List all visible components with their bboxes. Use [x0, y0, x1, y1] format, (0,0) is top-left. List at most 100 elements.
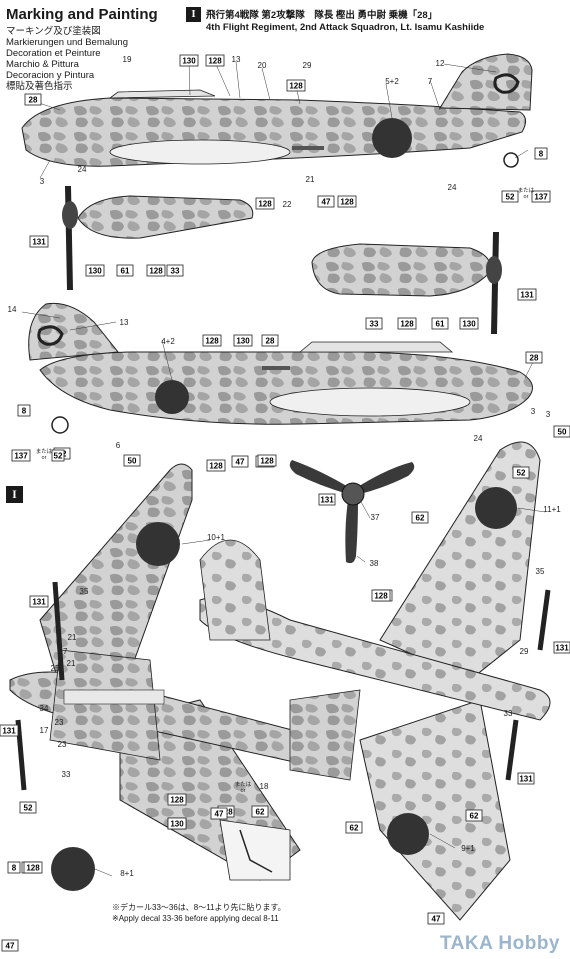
callout-label: 3: [546, 410, 551, 419]
callout-label: 23: [55, 718, 64, 727]
callout-badge: 8: [534, 147, 548, 160]
svg-text:52: 52: [24, 804, 33, 813]
svg-text:62: 62: [350, 824, 359, 833]
svg-text:131: 131: [32, 598, 46, 607]
callout-label: 33: [504, 709, 513, 718]
callout-badge: 62: [251, 805, 269, 818]
nacelle-left: [62, 185, 254, 291]
svg-text:131: 131: [519, 775, 533, 784]
svg-text:28: 28: [29, 96, 38, 105]
callout-label: 25: [51, 664, 60, 673]
callout-badge: 130: [179, 54, 199, 67]
callout-badge: 47: [231, 455, 249, 468]
svg-text:61: 61: [436, 320, 445, 329]
callout-label: 37: [371, 513, 380, 522]
callout-badge: 131: [29, 595, 49, 608]
svg-text:52: 52: [517, 469, 526, 478]
callout-label: 12: [436, 59, 445, 68]
tailwheel-icon: [51, 416, 69, 434]
callout-label: 35: [536, 567, 545, 576]
svg-text:または: または: [518, 187, 535, 194]
svg-text:47: 47: [236, 458, 245, 467]
callout-badge: 61: [431, 317, 449, 330]
subtitle-es: Decoracion y Pintura: [6, 70, 95, 81]
svg-text:28: 28: [530, 354, 539, 363]
section-title: Marking and Painting: [6, 6, 158, 23]
svg-text:47: 47: [215, 810, 224, 819]
svg-text:131: 131: [520, 291, 534, 300]
svg-text:128: 128: [340, 198, 354, 207]
svg-text:137: 137: [534, 193, 548, 202]
callout-label: 19: [123, 55, 132, 64]
hinomaru: [155, 380, 189, 414]
callout-label: 13: [120, 318, 129, 327]
callout-badge: 52: [512, 466, 530, 479]
callout-label: 24: [448, 183, 457, 192]
callout-badge: 47: [210, 807, 228, 820]
svg-text:130: 130: [236, 337, 250, 346]
callout-label: 4+2: [161, 337, 175, 346]
callout-badge: 131: [29, 235, 49, 248]
callout-badge: 128: [146, 264, 166, 277]
svg-text:128: 128: [374, 592, 388, 601]
svg-text:8: 8: [12, 864, 17, 873]
svg-text:131: 131: [555, 644, 569, 653]
callout-label: 11+1: [543, 505, 561, 514]
svg-text:128: 128: [170, 796, 184, 805]
callout-badge: 128: [257, 454, 277, 467]
callout-label: 18: [260, 782, 269, 791]
callout-badge: 50: [553, 425, 570, 438]
svg-text:131: 131: [2, 727, 16, 736]
callout-badge: 128: [397, 317, 417, 330]
svg-text:128: 128: [26, 864, 40, 873]
callout-label: 14: [8, 305, 17, 314]
callout-label: 17: [40, 726, 49, 735]
callout-badge: 128: [202, 334, 222, 347]
callout-badge: 130: [85, 264, 105, 277]
callouts-plain: 19 13 20 29 5+2 7 12 3 24 21 22 24 14 13…: [8, 55, 562, 878]
note-jp: ※デカール33〜36は、8〜11より先に貼ります。: [112, 903, 286, 912]
svg-text:50: 50: [558, 428, 567, 437]
callout-label: 33: [62, 770, 71, 779]
svg-text:128: 128: [260, 457, 274, 466]
svg-text:137: 137: [14, 452, 28, 461]
hinomaru: [136, 522, 180, 566]
svg-text:61: 61: [121, 267, 130, 276]
subtitle-cn: 標貼及著色指示: [6, 81, 73, 92]
svg-text:130: 130: [88, 267, 102, 276]
callout-badge: 33: [166, 264, 184, 277]
callout-label: 24: [78, 165, 87, 174]
subtitle-fr: Decoration et Peinture: [6, 48, 101, 59]
svg-text:130: 130: [170, 820, 184, 829]
callout-badge: 131: [517, 772, 535, 785]
callout-badge: 128: [206, 459, 226, 472]
svg-text:62: 62: [416, 514, 425, 523]
subtitle-jp: マーキング及び塗装図: [6, 26, 101, 37]
callout-badge: 28: [261, 334, 279, 347]
callout-badge: 128: [255, 197, 275, 210]
svg-text:8: 8: [539, 150, 544, 159]
callout-label: 24: [474, 434, 483, 443]
svg-text:130: 130: [462, 320, 476, 329]
callout-badge: 50: [123, 454, 141, 467]
side-view-left: [21, 53, 533, 168]
svg-text:128: 128: [149, 267, 163, 276]
scheme-title-en: 4th Flight Regiment, 2nd Attack Squadron…: [206, 22, 485, 33]
svg-text:50: 50: [128, 457, 137, 466]
svg-text:47: 47: [6, 942, 15, 951]
callout-label: 13: [232, 55, 241, 64]
callout-badge: 130: [233, 334, 253, 347]
callout-badge: 131: [553, 641, 570, 654]
subtitle-de: Markierungen und Bemalung: [6, 37, 128, 48]
callout-badge: 128: [286, 79, 306, 92]
callout-label: 5+2: [385, 77, 399, 86]
callout-badge: 61: [116, 264, 134, 277]
scheme-title-jp: 飛行第4戦隊 第2攻撃隊 隊長 樫出 勇中尉 乗機「28」: [206, 10, 438, 21]
callout-label: 21: [67, 659, 76, 668]
callout-label: 35: [80, 587, 89, 596]
svg-text:128: 128: [208, 57, 222, 66]
svg-text:47: 47: [432, 915, 441, 924]
callout-label: 3: [531, 407, 536, 416]
svg-text:62: 62: [256, 808, 265, 817]
callout-badge: 52: [19, 801, 37, 814]
